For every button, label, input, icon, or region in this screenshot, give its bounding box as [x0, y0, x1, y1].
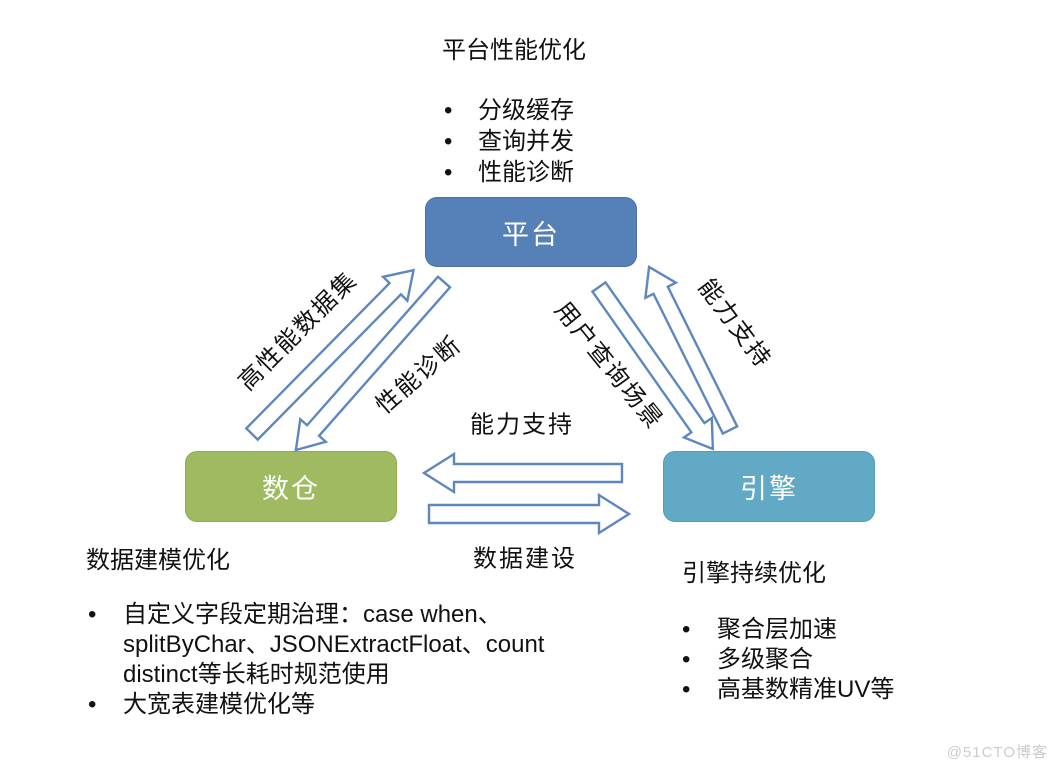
- data-modeling-list: 自定义字段定期治理：case when、splitByChar、JSONExtr…: [86, 600, 548, 720]
- watermark-51cto: @51CTO博客: [946, 744, 1048, 761]
- node-engine: 引擎: [663, 451, 875, 522]
- node-engine-label: 引擎: [740, 474, 798, 504]
- edge-label-engine-to-warehouse: 能力支持: [470, 411, 574, 439]
- engine-optimization-title: 引擎持续优化: [682, 560, 826, 587]
- platform-optimization-title: 平台性能优化: [442, 37, 586, 64]
- bullet-item: 大宽表建模优化等: [86, 690, 548, 720]
- bullet-item: 自定义字段定期治理：case when、splitByChar、JSONExtr…: [86, 600, 548, 690]
- arrow-engine-to-warehouse: [421, 451, 624, 495]
- edge-label-engine-to-platform: 能力支持: [692, 274, 777, 374]
- data-modeling-title: 数据建模优化: [86, 547, 230, 574]
- bullet-item: 聚合层加速: [680, 615, 894, 645]
- arrow-warehouse-to-engine: [427, 492, 632, 536]
- bullet-item: 性能诊断: [442, 157, 574, 188]
- bullet-item: 高基数精准UV等: [680, 675, 894, 705]
- engine-optimization-list: 聚合层加速 多级聚合 高基数精准UV等: [680, 615, 894, 705]
- bullet-item: 分级缓存: [442, 95, 574, 126]
- bullet-item: 查询并发: [442, 126, 574, 157]
- node-platform-label: 平台: [502, 219, 560, 250]
- platform-optimization-list: 分级缓存 查询并发 性能诊断: [442, 95, 574, 188]
- node-warehouse-label: 数仓: [262, 474, 320, 504]
- edge-label-warehouse-to-platform: 高性能数据集: [233, 266, 363, 396]
- node-platform: 平台: [425, 197, 637, 267]
- node-warehouse: 数仓: [185, 451, 397, 522]
- edge-label-platform-to-warehouse: 性能诊断: [370, 330, 468, 420]
- edge-label-warehouse-to-engine: 数据建设: [473, 545, 577, 573]
- bullet-item: 多级聚合: [680, 645, 894, 675]
